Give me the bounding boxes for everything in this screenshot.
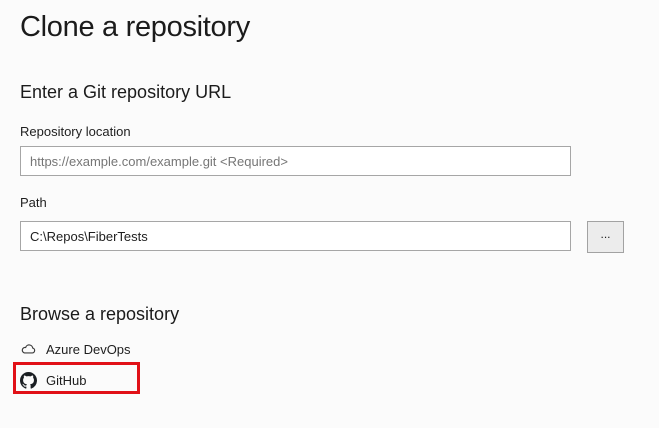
page-title: Clone a repository (20, 11, 250, 43)
browse-section-heading: Browse a repository (20, 304, 180, 324)
browse-item-label: Azure DevOps (46, 341, 131, 357)
path-input[interactable] (20, 221, 571, 251)
github-icon (20, 371, 37, 389)
repository-location-input[interactable] (20, 146, 571, 176)
browse-item-github[interactable]: GitHub (20, 371, 86, 389)
path-label: Path (20, 195, 47, 210)
browse-item-azure-devops[interactable]: Azure DevOps (20, 340, 131, 358)
repository-location-label: Repository location (20, 124, 131, 139)
url-section-heading: Enter a Git repository URL (20, 82, 232, 102)
cloud-icon (20, 341, 37, 358)
browse-item-label: GitHub (46, 372, 87, 388)
browse-path-button[interactable]: ... (587, 221, 624, 253)
